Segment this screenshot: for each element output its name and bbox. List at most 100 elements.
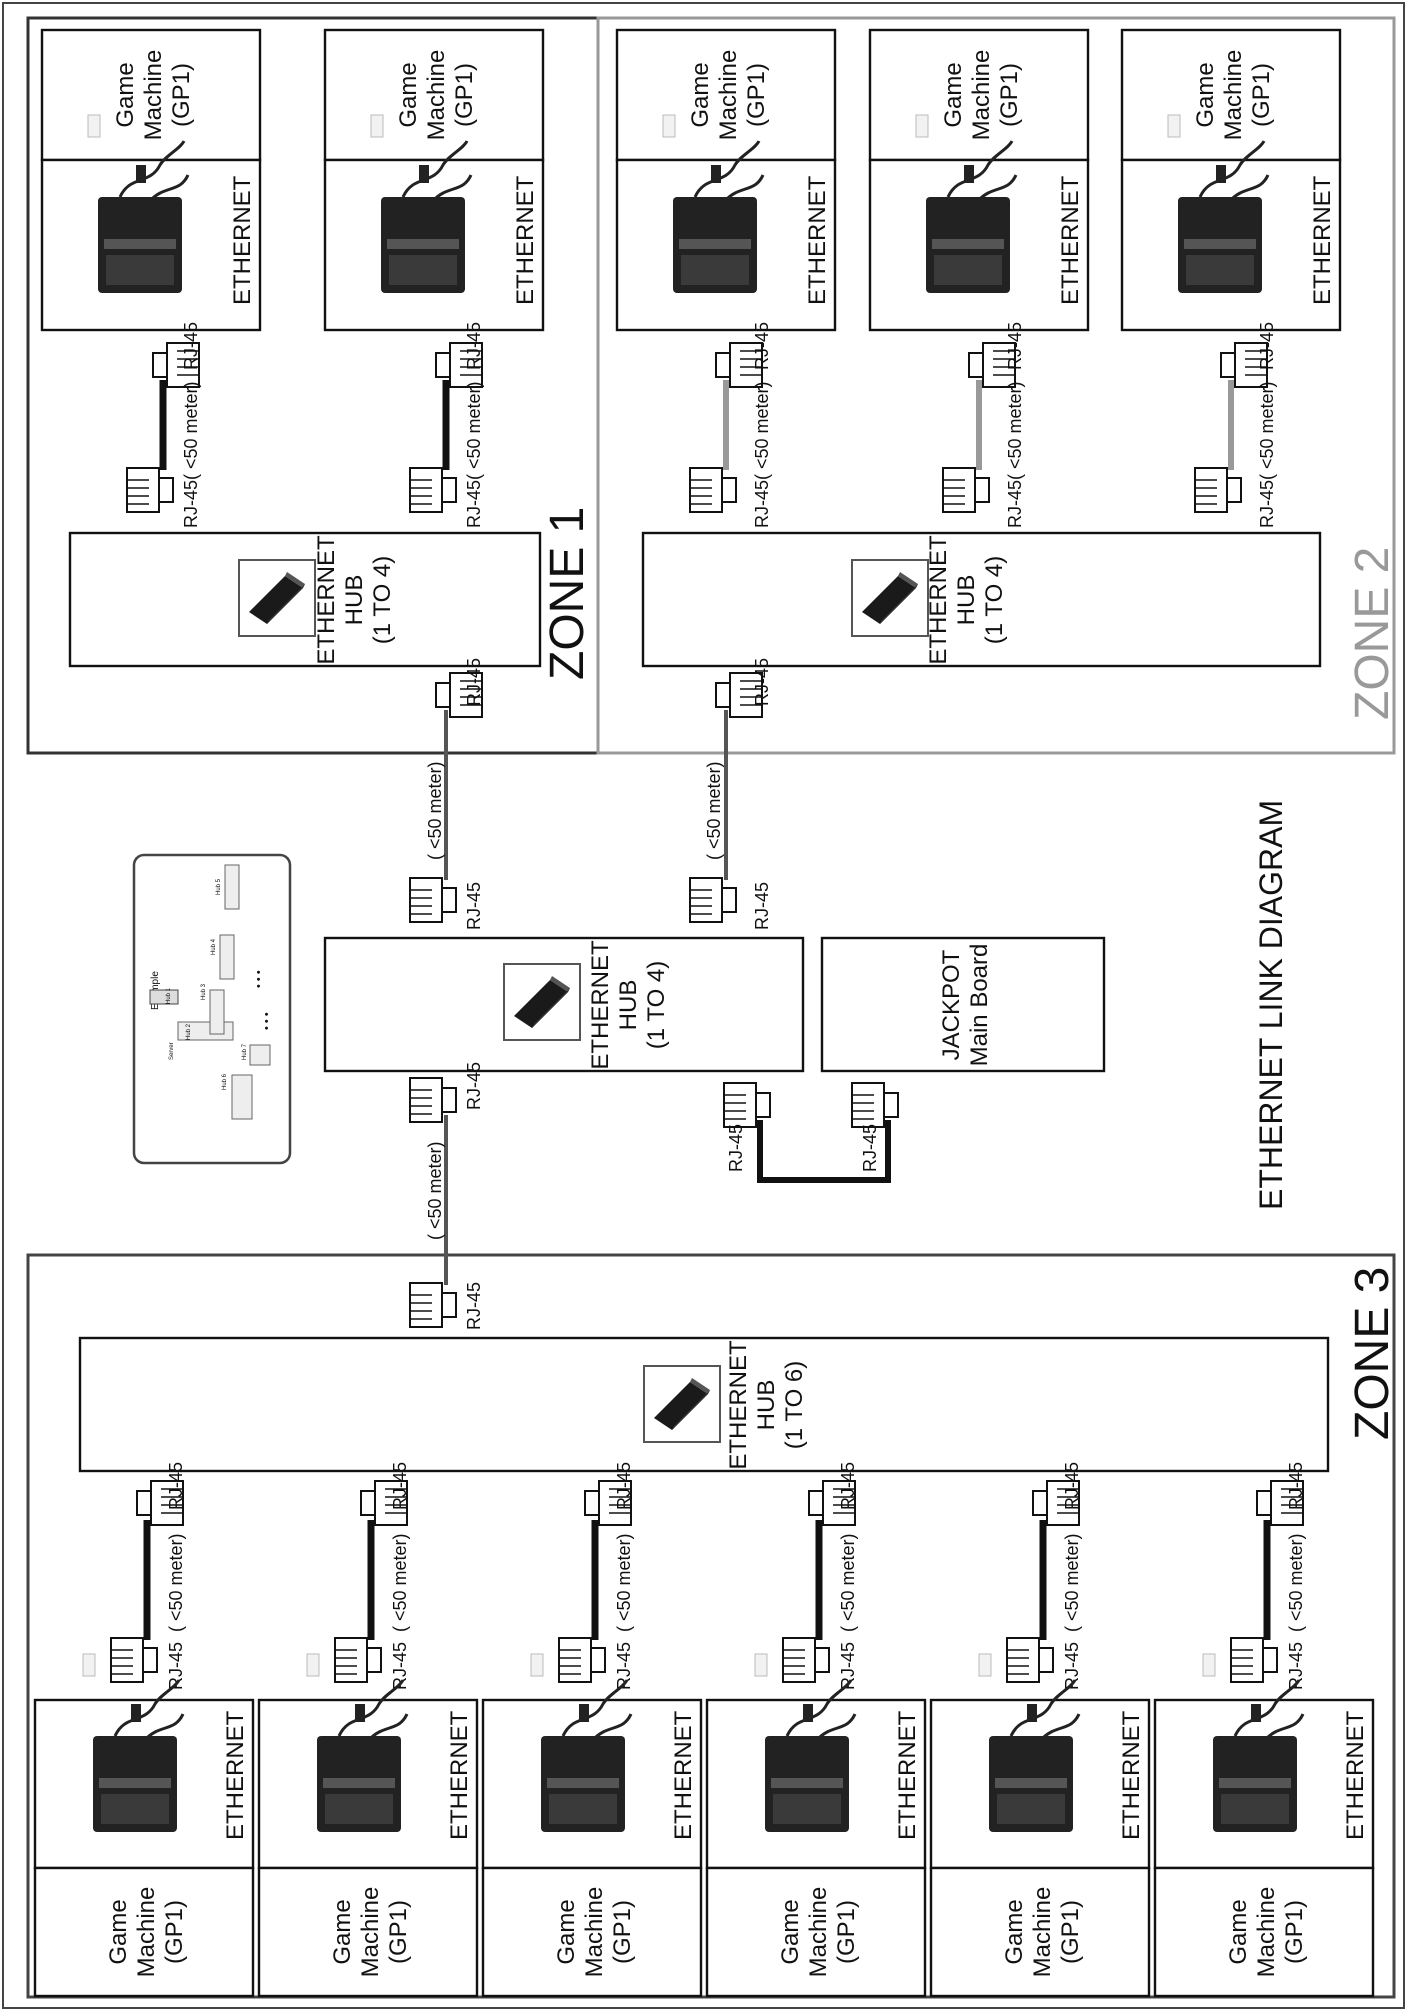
svg-text:( <50 meter): ( <50 meter) [425,761,445,860]
svg-text:Hub 3: Hub 3 [201,983,207,1000]
zone-2-hub: ETHERNET HUB (1 TO 4) [643,533,1320,666]
zone-3-machines: RJ-45RJ-45( <50 meter)ETHERNETGameMachin… [35,1462,1373,1996]
svg-text:JACKPOT: JACKPOT [938,949,965,1060]
zone-3-machine-1: RJ-45RJ-45( <50 meter)ETHERNETGameMachin… [35,1462,253,1996]
svg-text:Game: Game [395,62,422,127]
svg-text:Machine: Machine [133,1887,160,1978]
svg-text:Game: Game [1192,62,1219,127]
game-machine-label: Game Machine (GP1) [687,50,770,141]
svg-text:HUB: HUB [341,575,368,626]
svg-text:(GP1): (GP1) [161,1900,188,1964]
ethernet-label: ETHERNET [804,175,831,305]
svg-text:RJ-45: RJ-45 [464,882,484,930]
svg-text:Game: Game [1001,1899,1028,1964]
svg-text:(GP1): (GP1) [1248,63,1275,127]
svg-text:(GP1): (GP1) [385,1900,412,1964]
svg-text:Machine: Machine [968,50,995,141]
inset-ellipsis-2: • • • [261,1012,273,1030]
uplink-zone-3: RJ-45 RJ-45 ( <50 meter) [410,1062,484,1330]
svg-text:Game: Game [112,62,139,127]
ethernet-label: ETHERNET [1309,175,1336,305]
ethernet-label: ETHERNET [894,1710,921,1840]
svg-text:( <50 meter): ( <50 meter) [1257,381,1277,480]
svg-text:Machine: Machine [581,1887,608,1978]
zone-1-link-2: RJ-45 RJ-45 ( <50 meter) [410,322,484,528]
svg-text:RJ-45: RJ-45 [752,480,772,528]
uplink-zone-2: RJ-45 RJ-45 ( <50 meter) [690,658,772,930]
svg-text:( <50 meter): ( <50 meter) [704,761,724,860]
svg-text:RJ-45: RJ-45 [1062,1462,1082,1510]
svg-text:RJ-45: RJ-45 [181,480,201,528]
svg-text:Machine: Machine [715,50,742,141]
zone-2-link-3: RJ-45 RJ-45 ( <50 meter) [1195,322,1277,528]
svg-text:Machine: Machine [805,1887,832,1978]
svg-text:HUB: HUB [753,1380,780,1431]
svg-text:RJ-45: RJ-45 [838,1462,858,1510]
svg-text:HUB: HUB [615,980,642,1031]
svg-text:RJ-45: RJ-45 [1005,480,1025,528]
svg-text:(GP1): (GP1) [743,63,770,127]
svg-text:ETHERNET: ETHERNET [925,535,952,665]
svg-text:( <50 meter): ( <50 meter) [390,1533,410,1632]
svg-text:( <50 meter): ( <50 meter) [838,1533,858,1632]
ethernet-label: ETHERNET [446,1710,473,1840]
svg-text:( <50 meter): ( <50 meter) [464,381,484,480]
svg-text:RJ-45: RJ-45 [464,322,484,370]
svg-text:Machine: Machine [1029,1887,1056,1978]
svg-text:Machine: Machine [357,1887,384,1978]
game-machine-label: Game Machine (GP1) [395,50,478,141]
svg-text:( <50 meter): ( <50 meter) [614,1533,634,1632]
svg-text:(GP1): (GP1) [1057,1900,1084,1964]
uplink-zone-1: RJ-45 RJ-45 ( <50 meter) [410,658,484,930]
svg-text:HUB: HUB [953,575,980,626]
svg-text:( <50 meter): ( <50 meter) [1062,1533,1082,1632]
diagram-title: ETHERNET LINK DIAGRAM [1253,800,1289,1210]
svg-text:RJ-45: RJ-45 [464,480,484,528]
zone-2-machine-2: Game Machine (GP1) ETHERNET [870,30,1088,330]
svg-text:RJ-45: RJ-45 [1286,1462,1306,1510]
svg-text:Game: Game [777,1899,804,1964]
inset-hub-1 [150,990,178,1004]
jackpot-link: RJ-45 RJ-45 [724,1083,898,1180]
svg-text:Game: Game [329,1899,356,1964]
ethernet-label: ETHERNET [670,1710,697,1840]
svg-text:RJ-45: RJ-45 [1005,322,1025,370]
svg-text:Machine: Machine [423,50,450,141]
zone-3-machine-2: RJ-45RJ-45( <50 meter)ETHERNETGameMachin… [259,1462,477,1996]
svg-text:Machine: Machine [1253,1887,1280,1978]
svg-text:Game: Game [105,1899,132,1964]
svg-text:(GP1): (GP1) [833,1900,860,1964]
svg-text:( <50 meter): ( <50 meter) [181,381,201,480]
svg-text:(GP1): (GP1) [451,63,478,127]
game-machine-label: Game Machine (GP1) [1192,50,1275,141]
svg-text:Hub 4: Hub 4 [211,938,217,955]
zone-1-machine-2: Game Machine (GP1) ETHERNET [325,30,543,330]
inset-hub-7 [250,1045,270,1065]
svg-text:RJ-45: RJ-45 [752,322,772,370]
svg-text:RJ-45: RJ-45 [860,1124,880,1172]
svg-text:Game: Game [687,62,714,127]
svg-text:Hub 1: Hub 1 [166,987,172,1004]
svg-text:ETHERNET: ETHERNET [587,940,614,1070]
zone-1-hub: ETHERNET HUB (1 TO 4) [70,533,540,666]
svg-text:Server: Server [169,1042,175,1060]
zone-1-label: ZONE 1 [541,507,594,680]
svg-text:(1 TO 4): (1 TO 4) [369,556,396,644]
svg-text:Hub 5: Hub 5 [216,878,222,895]
svg-text:Game: Game [553,1899,580,1964]
svg-text:Game: Game [940,62,967,127]
svg-text:RJ-45: RJ-45 [166,1462,186,1510]
svg-text:RJ-45: RJ-45 [752,658,772,706]
inset-hub-3 [210,990,224,1034]
svg-text:( <50 meter): ( <50 meter) [166,1533,186,1632]
svg-text:RJ-45: RJ-45 [1257,480,1277,528]
svg-text:(GP1): (GP1) [609,1900,636,1964]
ethernet-label: ETHERNET [512,175,539,305]
ethernet-label: ETHERNET [1342,1710,1369,1840]
zone-2-link-1: RJ-45 RJ-45 ( <50 meter) [690,322,772,528]
svg-text:RJ-45: RJ-45 [464,1062,484,1110]
zone-2-label: ZONE 2 [1346,547,1399,720]
